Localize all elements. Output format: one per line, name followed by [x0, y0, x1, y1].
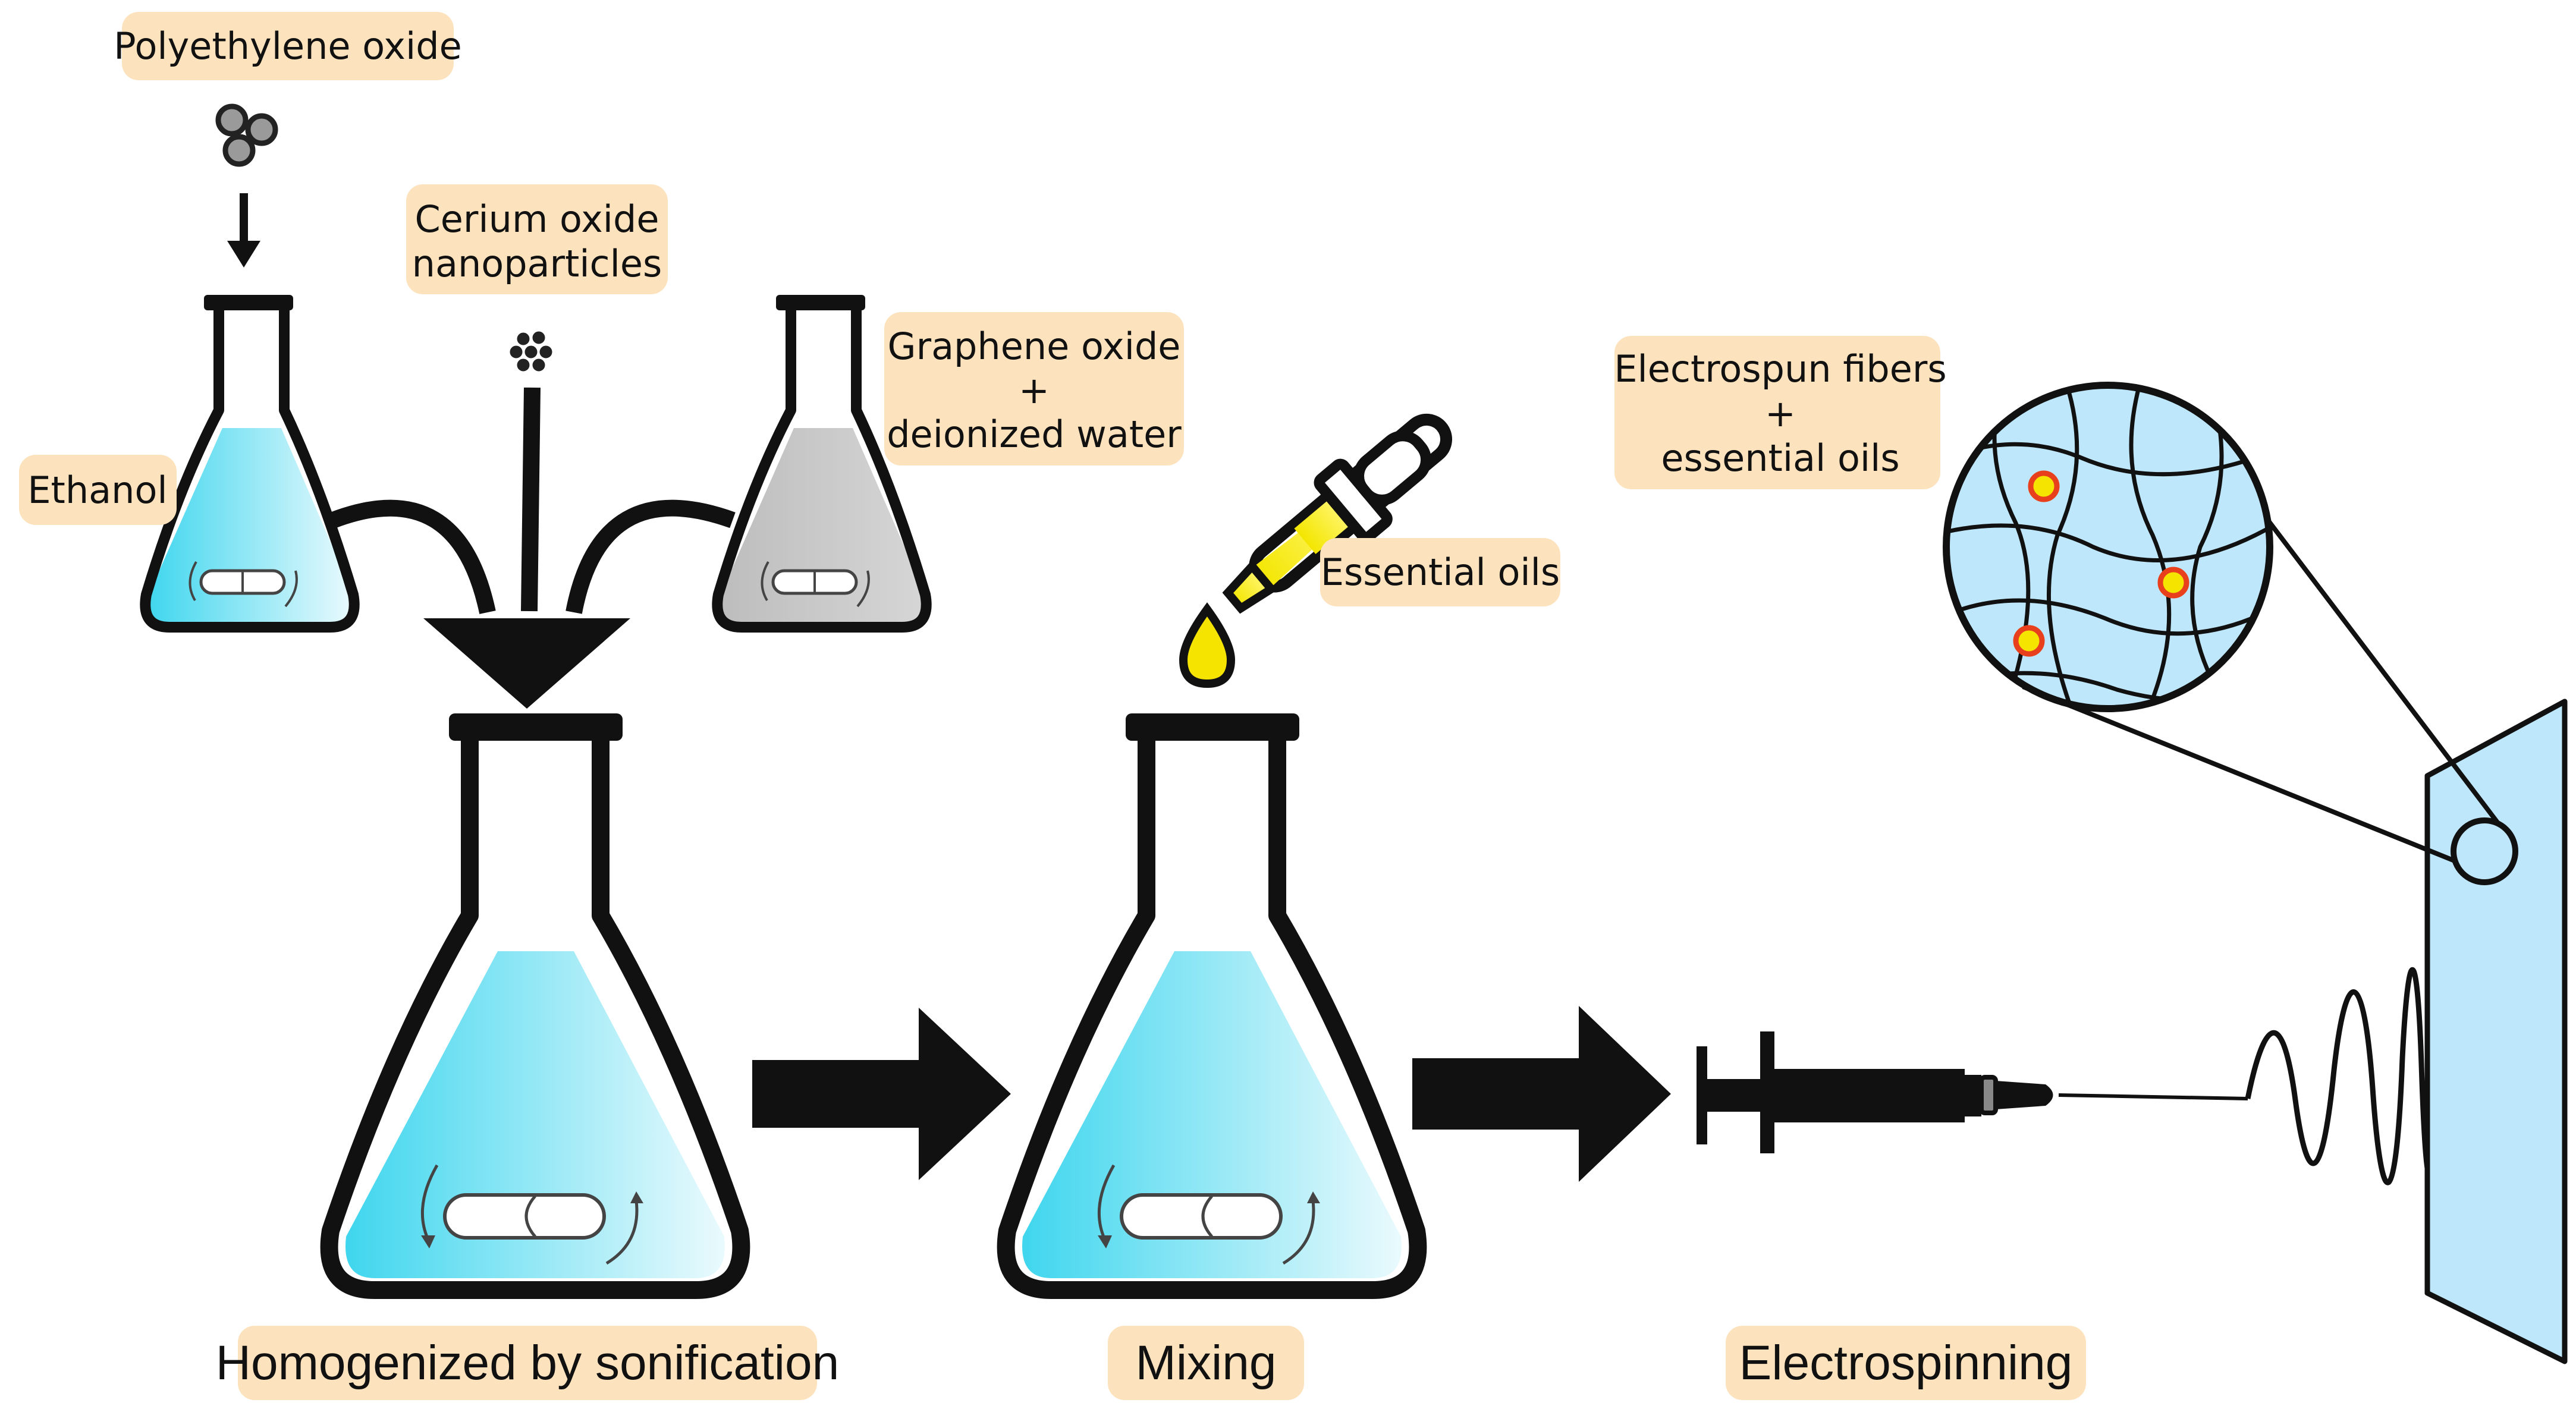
syringe-icon: [1697, 1031, 2248, 1153]
svg-text:Homogenized by sonification: Homogenized by sonification: [216, 1336, 839, 1390]
svg-text:Ethanol: Ethanol: [27, 468, 167, 512]
process-arrow-1: [752, 1008, 1011, 1180]
electrospun-fibers-label: Electrospun fibers + essential oils: [1614, 336, 1947, 489]
svg-text:Essential oils: Essential oils: [1321, 551, 1560, 594]
down-arrow-icon: [227, 193, 260, 268]
zoom-line-bottom: [2022, 684, 2481, 873]
svg-text:Electrospinning: Electrospinning: [1739, 1336, 2073, 1390]
polymer-pellets-icon: [215, 103, 278, 167]
svg-text:Electrospun fibers: Electrospun fibers: [1614, 347, 1946, 391]
process-arrow-2: [1412, 1006, 1671, 1182]
feed-rod: [521, 387, 541, 612]
collector-plate: [2424, 699, 2568, 1364]
graphene-oxide-label: Graphene oxide + deionized water: [884, 312, 1184, 465]
funnel-icon: [423, 618, 630, 709]
polyethylene-oxide-label: Polyethylene oxide: [114, 12, 462, 80]
svg-text:Graphene oxide: Graphene oxide: [888, 325, 1181, 368]
svg-text:Polyethylene oxide: Polyethylene oxide: [114, 24, 461, 68]
essential-oil-droplets: [2013, 470, 2189, 657]
svg-text:+: +: [1019, 369, 1050, 412]
dropper-icon: [1222, 413, 1453, 614]
svg-text:deionized water: deionized water: [887, 413, 1182, 456]
ethanol-label: Ethanol: [19, 455, 177, 525]
ethanol-flask: [140, 295, 360, 633]
svg-text:nanoparticles: nanoparticles: [412, 242, 662, 285]
nanoparticle-cluster-icon: [508, 329, 554, 373]
oil-drop-icon: [1179, 602, 1236, 688]
graphene-oxide-flask: [712, 295, 932, 633]
step-homogenized-label: Homogenized by sonification: [216, 1326, 839, 1400]
mixing-flask: [997, 713, 1427, 1299]
sonification-flask: [320, 713, 750, 1299]
cerium-oxide-label: Cerium oxide nanoparticles: [406, 184, 668, 294]
svg-text:essential oils: essential oils: [1661, 436, 1899, 480]
essential-oils-label: Essential oils: [1320, 538, 1560, 606]
svg-text:Cerium oxide: Cerium oxide: [415, 197, 659, 241]
graphene-pour-line: [566, 499, 736, 614]
step-electrospinning-label: Electrospinning: [1726, 1326, 2086, 1400]
step-mixing-label: Mixing: [1108, 1326, 1304, 1400]
fiber-zoom-view: [1943, 382, 2273, 712]
ethanol-pour-line: [330, 499, 496, 614]
svg-text:Mixing: Mixing: [1136, 1336, 1277, 1390]
svg-text:+: +: [1765, 392, 1796, 435]
collector-zoom-spot: [2451, 817, 2518, 885]
zoom-line-top: [2254, 504, 2503, 828]
